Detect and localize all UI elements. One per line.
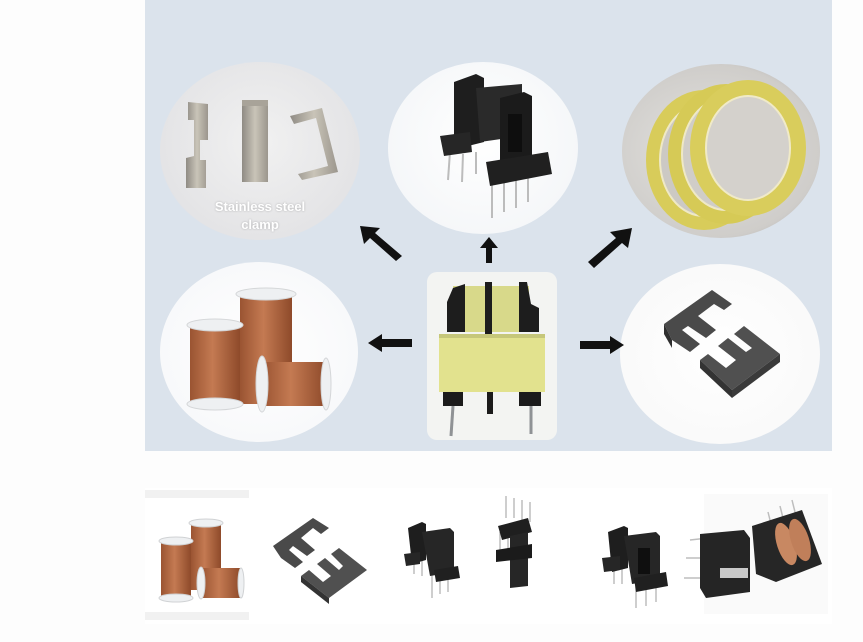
- gallery-panel-chokes: [572, 488, 832, 624]
- ferrite-core-image: [620, 264, 820, 444]
- arrow-up-right-icon: [588, 228, 632, 268]
- gallery-bobbins-icon: [404, 496, 532, 598]
- clamp-caption-line1: Stainless steel: [214, 199, 306, 214]
- tape-image: [622, 64, 820, 238]
- arrow-left-icon: [368, 334, 412, 352]
- bobbin-icon: [440, 74, 552, 218]
- ferrite-e-core-icon: [664, 290, 780, 398]
- transformer-icon: [439, 282, 545, 437]
- stainless-steel-clamp-icon: [186, 100, 338, 188]
- gallery-panel-bobbins: [376, 488, 572, 624]
- copper-wire-spool-icon: [186, 287, 332, 413]
- copper-wire-image: [160, 262, 358, 442]
- transformer-image: [427, 272, 557, 440]
- gallery-panel-wire-core: [145, 488, 395, 624]
- bobbin-image: [388, 62, 578, 234]
- clamp-image: Stainless steel clamp: [160, 62, 360, 240]
- gallery-bobbin-and-chokes-icon: [602, 494, 828, 614]
- gallery-wire-and-core-icon: [145, 490, 367, 620]
- arrow-up-icon: [480, 237, 498, 263]
- insulating-tape-icon: [646, 80, 806, 230]
- arrow-right-icon: [580, 336, 624, 354]
- arrow-up-left-icon: [360, 226, 402, 261]
- clamp-caption-line2: clamp: [241, 217, 279, 232]
